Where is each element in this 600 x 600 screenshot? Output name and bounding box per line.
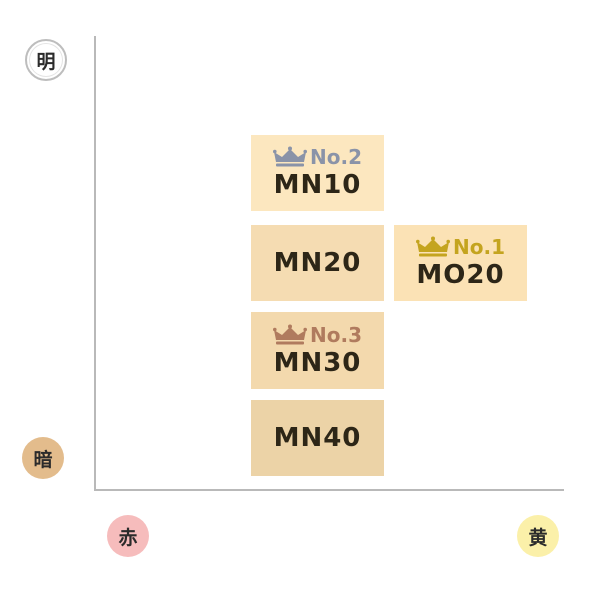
rank-text: No.2 <box>310 145 362 169</box>
shade-code: MN20 <box>273 248 362 278</box>
shade-code: MN30 <box>273 347 362 378</box>
shade-tile-mo20: No.1 MO20 <box>394 225 527 301</box>
shade-code: MN10 <box>273 170 362 200</box>
shade-tile-mn20: MN20 <box>251 225 384 301</box>
crown-icon <box>273 146 307 167</box>
dark-label: 暗 <box>22 437 64 479</box>
shade-tile-mn40: MN40 <box>251 400 384 476</box>
shade-tile-mn10: No.2 MN10 <box>251 135 384 211</box>
bright-label: 明 <box>25 39 67 81</box>
rank-badge: No.1 <box>416 236 505 258</box>
shade-tile-mn30: No.3 MN30 <box>251 312 384 389</box>
shade-code: MO20 <box>416 260 505 290</box>
rank-badge: No.3 <box>273 324 362 346</box>
rank-text: No.1 <box>453 235 505 259</box>
rank-badge: No.2 <box>273 146 362 168</box>
crown-icon <box>273 324 307 344</box>
vertical-axis <box>94 36 96 491</box>
red-label: 赤 <box>107 515 149 557</box>
shade-code: MN40 <box>273 423 362 453</box>
rank-text: No.3 <box>310 322 362 347</box>
yellow-label: 黄 <box>517 515 559 557</box>
crown-icon <box>416 236 450 257</box>
horizontal-axis <box>94 489 564 491</box>
